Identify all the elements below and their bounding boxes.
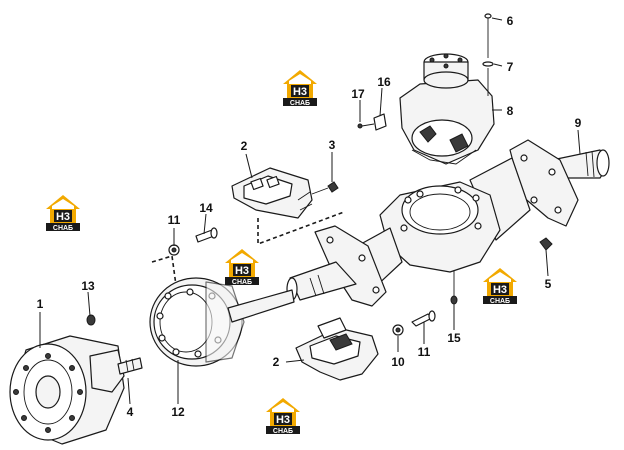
watermark-logo xyxy=(266,398,300,435)
callout-11-right: 11 xyxy=(418,345,431,359)
leader-lines xyxy=(39,17,581,405)
watermark-logo xyxy=(283,70,317,107)
watermark-logo xyxy=(483,268,517,305)
callout-2-upper: 2 xyxy=(241,139,248,153)
callout-8: 8 xyxy=(507,104,514,118)
callout-9: 9 xyxy=(575,116,582,130)
callout-16: 16 xyxy=(377,75,391,89)
callout-labels: 1 13 4 12 11 14 2 3 2 10 11 15 5 9 8 7 6… xyxy=(37,14,582,419)
watermark-logo xyxy=(46,195,80,232)
brake-caliper-lower xyxy=(295,310,436,381)
callout-15: 15 xyxy=(447,331,461,345)
watermark-logo xyxy=(225,249,259,286)
callout-2-lower: 2 xyxy=(273,355,280,369)
brake-disc xyxy=(149,277,295,367)
brake-caliper-upper xyxy=(231,167,339,219)
differential-carrier xyxy=(357,13,495,165)
callout-17: 17 xyxy=(351,87,365,101)
callout-10: 10 xyxy=(391,355,405,369)
callout-4: 4 xyxy=(127,405,134,419)
callout-12: 12 xyxy=(171,405,185,419)
callout-11-left: 11 xyxy=(168,213,181,227)
callout-13: 13 xyxy=(81,279,95,293)
callout-5: 5 xyxy=(545,277,552,291)
callout-14: 14 xyxy=(199,201,213,215)
callout-6: 6 xyxy=(507,14,514,28)
callout-3: 3 xyxy=(329,138,336,152)
callout-1: 1 xyxy=(37,297,44,311)
axle-housing xyxy=(286,139,610,307)
callout-7: 7 xyxy=(507,60,514,74)
wheel-hub xyxy=(9,227,218,445)
